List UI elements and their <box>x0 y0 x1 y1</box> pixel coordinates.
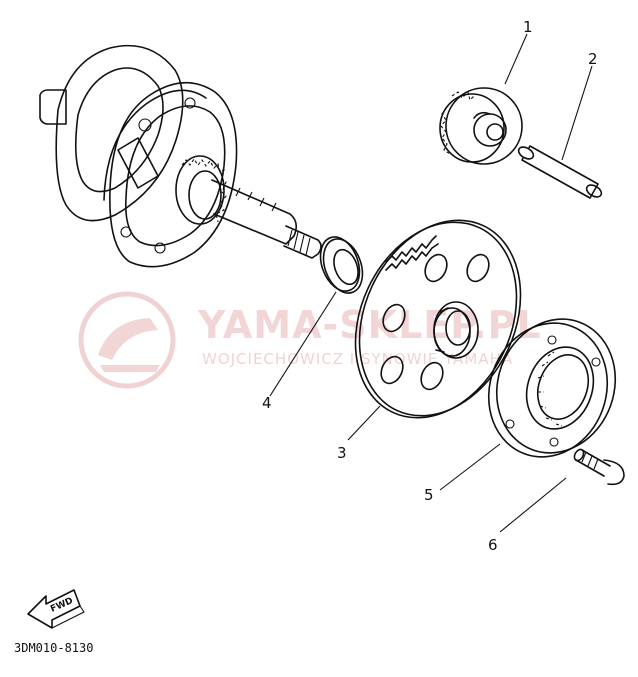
callout-1: 1 <box>523 18 533 36</box>
crankshaft <box>39 44 322 268</box>
leader-lines <box>269 33 593 533</box>
fwd-arrow-icon: FWD <box>27 589 85 629</box>
part-3-starter-wheel <box>354 219 522 419</box>
watermark-title: YAMA-SKLEP.PL <box>197 303 542 347</box>
diagram-code: 3DM010-8130 <box>14 641 93 655</box>
part-1-idler-gear <box>439 87 523 165</box>
part-5-starter-clutch <box>487 318 617 458</box>
callout-4: 4 <box>262 394 272 412</box>
part-6-bolt <box>573 448 625 486</box>
part-4-washer <box>319 236 364 294</box>
callout-2: 2 <box>588 50 598 68</box>
callout-6: 6 <box>488 536 498 554</box>
callout-3: 3 <box>337 444 347 462</box>
callout-5: 5 <box>424 486 434 504</box>
fwd-label: FWD <box>49 596 75 615</box>
part-2-shaft <box>517 145 603 199</box>
watermark: YAMA-SKLEP.PL WOJCIECHOWICZ I SYNOWIE YA… <box>78 291 542 389</box>
watermark-logo-icon <box>78 291 176 389</box>
